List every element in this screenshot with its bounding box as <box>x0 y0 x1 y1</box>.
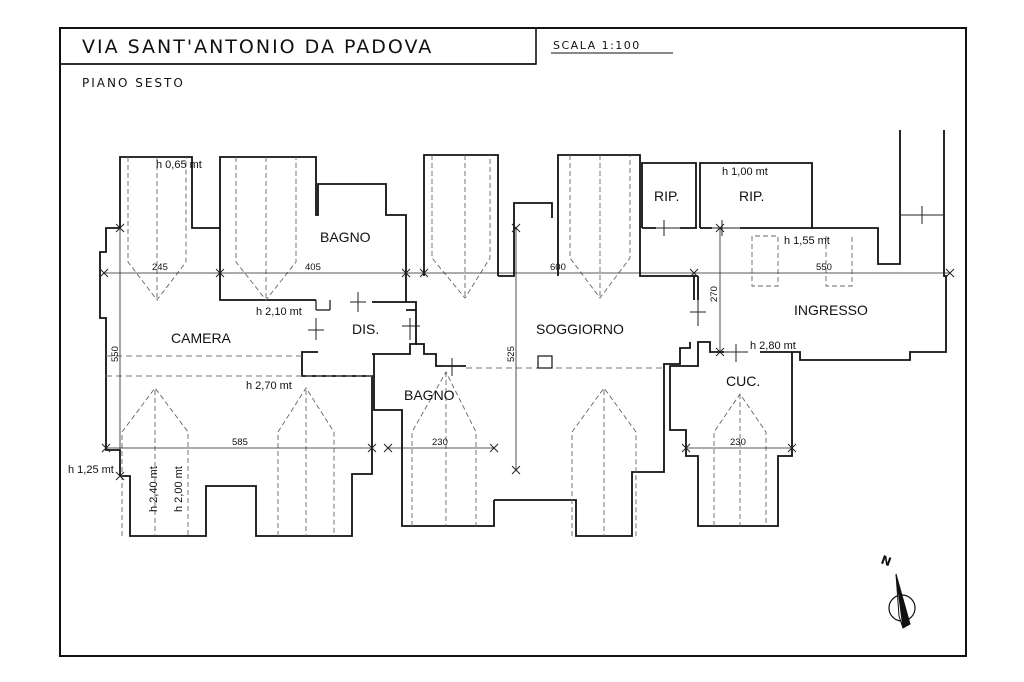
dim-585: 585 <box>232 437 248 448</box>
room-camera: CAMERA <box>171 330 232 346</box>
room-bagno-lower: BAGNO <box>404 387 455 403</box>
dim-405: 405 <box>305 262 321 273</box>
wall-cucina <box>669 341 793 527</box>
height-100: h 1,00 mt <box>722 166 768 178</box>
dim-550-left: 550 <box>110 346 121 362</box>
dim-245: 245 <box>152 262 168 273</box>
wall-soggiorno-bottom <box>494 342 691 537</box>
dim-600: 600 <box>550 262 566 273</box>
room-labels: CAMERA BAGNO DIS. BAGNO SOGGIORNO RIP. R… <box>171 188 868 403</box>
height-labels: h 0,65 mt h 2,10 mt h 2,70 mt h 1,25 mt … <box>68 159 830 512</box>
height-125: h 1,25 mt <box>68 464 114 476</box>
dim-270: 270 <box>709 286 720 302</box>
drawing-frame <box>59 27 967 657</box>
room-soggiorno: SOGGIORNO <box>536 321 624 337</box>
room-rip-1: RIP. <box>654 188 679 204</box>
dim-230-cucina: 230 <box>730 437 746 448</box>
wall-camera-left <box>99 227 121 476</box>
wall-rip2 <box>699 162 813 229</box>
height-200: h 2,00 mt <box>173 466 185 512</box>
height-155: h 1,55 mt <box>784 235 830 247</box>
room-bagno-upper: BAGNO <box>320 229 371 245</box>
height-065: h 0,65 mt <box>156 159 202 171</box>
height-240: h 2,40 mt <box>148 466 160 512</box>
height-270: h 2,70 mt <box>246 380 292 392</box>
door-markers <box>308 206 944 376</box>
wall-camera-bottom <box>120 351 373 537</box>
wall-camera-top-dormer <box>119 156 316 301</box>
compass-icon <box>888 594 916 622</box>
wall-bagno-top <box>219 156 407 303</box>
dimension-labels: 245 405 600 550 585 230 230 550 525 270 <box>110 262 832 448</box>
walls <box>99 130 947 537</box>
north-label: N <box>879 553 893 570</box>
north-arrow: N <box>879 553 916 629</box>
scale-label: SCALA 1:100 <box>553 39 641 52</box>
skylights <box>106 155 853 536</box>
height-280: h 2,80 mt <box>750 340 796 352</box>
wall-dis-inner <box>315 300 331 311</box>
wall-bagno2 <box>373 343 495 527</box>
dim-525: 525 <box>506 346 517 362</box>
wall-rip1 <box>641 162 697 229</box>
wall-dis-right <box>372 301 417 355</box>
wall-soggiorno-right <box>693 276 699 300</box>
dim-230-bagno: 230 <box>432 437 448 448</box>
dimension-lines <box>99 223 955 481</box>
dim-550-top: 550 <box>816 262 832 273</box>
room-ingresso: INGRESSO <box>794 302 868 318</box>
floor-label: PIANO SESTO <box>82 76 185 90</box>
address-title: VIA SANT'ANTONIO DA PADOVA <box>82 36 433 58</box>
height-210: h 2,10 mt <box>256 306 302 318</box>
room-cucina: CUC. <box>726 373 760 389</box>
wall-soggiorno-top <box>423 154 698 277</box>
title-block: VIA SANT'ANTONIO DA PADOVA SCALA 1:100 P… <box>59 28 673 90</box>
wall-ingresso <box>760 130 947 361</box>
room-rip-2: RIP. <box>739 188 764 204</box>
room-dis: DIS. <box>352 321 379 337</box>
